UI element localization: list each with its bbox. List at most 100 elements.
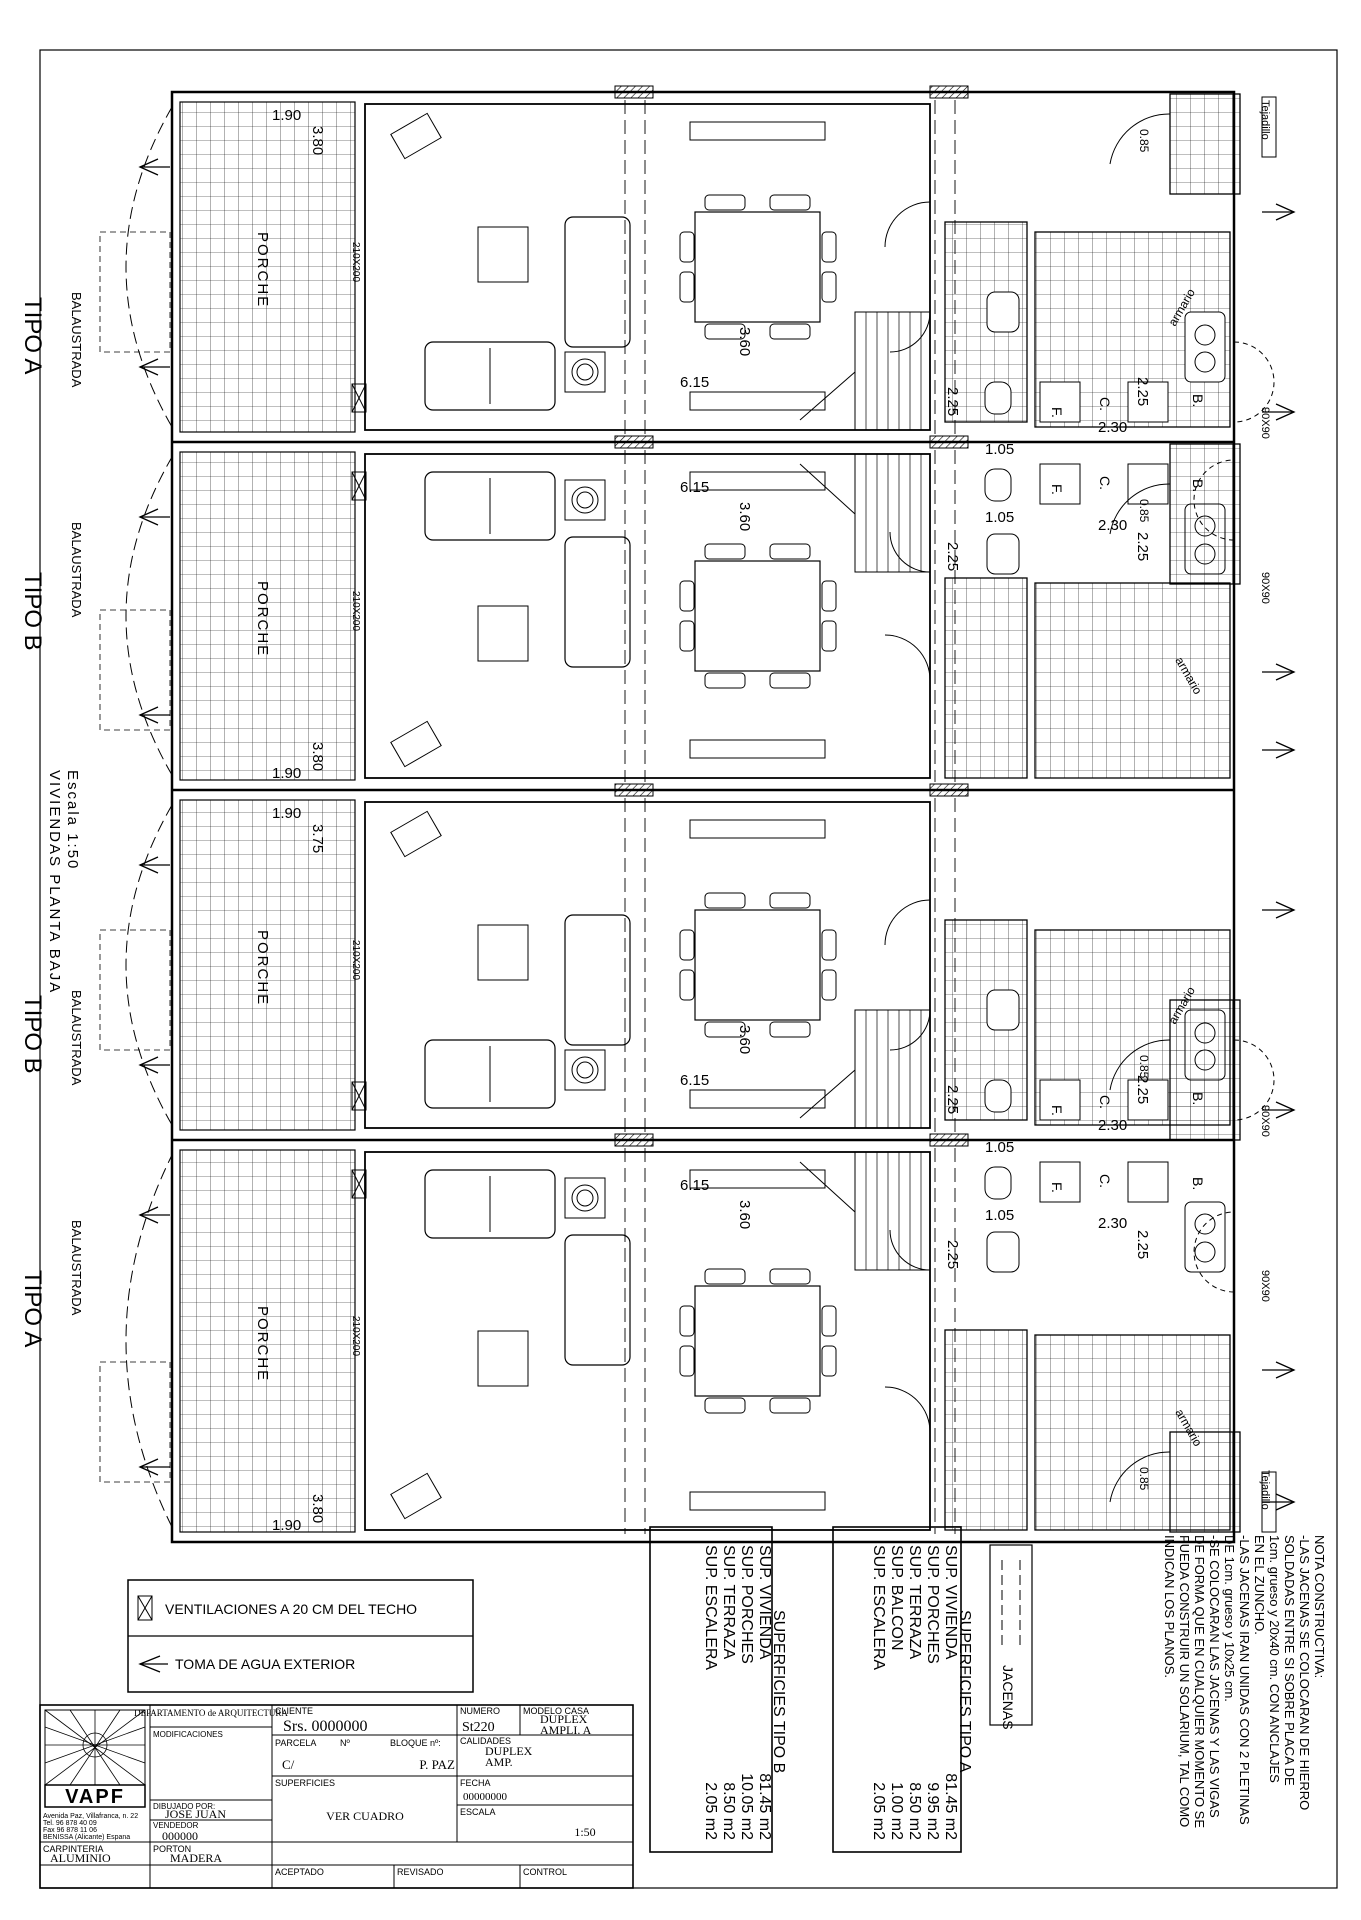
dibujado-label: DIBUJADO POR: [153, 1802, 215, 1811]
window-dim: 90X90 [1259, 572, 1271, 604]
washbasin [986, 989, 1020, 1031]
water-outlet-icon [138, 706, 170, 724]
n-label: Nº [340, 1738, 350, 1748]
surfaces-tipo-b: SUPERFICIES TIPO B SUP. VIVIENDA 81.45 m2… [649, 1526, 787, 1853]
sideboard [689, 1491, 826, 1511]
chair [821, 929, 837, 961]
surface-label: SUP. ESCALERA [702, 1545, 719, 1670]
water-outlet-icon [138, 508, 170, 526]
bloque-label: BLOQUE nº: [390, 1738, 441, 1748]
cooktop [1127, 381, 1169, 423]
entrance-balcony [1109, 999, 1241, 1141]
living-dim-width: 3.60 [736, 502, 753, 531]
control-label: CONTROL [523, 1867, 567, 1877]
door-swing [884, 899, 931, 946]
porch-dim-depth: 3.80 [309, 742, 326, 771]
window-arc [1233, 1039, 1275, 1121]
water-outlet-icon [1262, 1493, 1296, 1511]
living-dim-width: 3.60 [736, 1200, 753, 1229]
sofa [424, 1039, 556, 1109]
plan-title-line1: VIVIENDAS PLANTA BAJA [46, 770, 63, 994]
porch-label: PORCHE [254, 232, 271, 308]
dining-table [694, 211, 821, 323]
door-swing [1109, 113, 1171, 165]
nota-line: -SE COLOCARAN LAS JACENAS Y LAS VIGAS [1207, 1535, 1222, 1818]
washbasin [986, 291, 1020, 333]
surface-value: 1.00 m2 [888, 1782, 905, 1840]
column-hatch [614, 783, 654, 797]
superficies-value: VER CUADRO [326, 1809, 404, 1823]
bathroom [944, 577, 1028, 779]
nota-line: SOLDADAS ENTRE SI SOBRE PLACA DE [1282, 1535, 1297, 1786]
surface-label: SUP. VIVIENDA [756, 1545, 773, 1660]
jacenas-label: JACENAS [1000, 1665, 1016, 1730]
porch-door-dim: 210X200 [350, 591, 361, 631]
address-line: BENISSA (Alicante) Espana [43, 1834, 130, 1841]
balustrade-label: BALAUSTRADA [69, 990, 84, 1086]
calidades-label: CALIDADES [460, 1736, 511, 1746]
porch-door-dim: 210X200 [350, 242, 361, 282]
porch-door-dim: 210X200 [350, 940, 361, 980]
carpinteria-label: CARPINTERIA [43, 1844, 104, 1854]
carpinteria-value: ALUMINIO [50, 1851, 111, 1865]
nota-line: DE FORMA QUE EN CUALQUIER MOMENTO SE [1192, 1535, 1207, 1828]
bathroom [944, 1329, 1028, 1531]
fridge [1039, 1161, 1081, 1203]
bath-dim-depth: 2.25 [944, 1085, 961, 1114]
legend: VENTILACIONES A 20 CM DEL TECHO TOMA DE … [127, 1579, 474, 1693]
surfaces-b-title: SUPERFICIES TIPO B [770, 1610, 787, 1773]
door-swing [889, 531, 931, 573]
bath-dim-width: 1.05 [985, 1207, 1014, 1224]
kitchen-dim-width: 2.30 [1098, 1215, 1127, 1232]
modelo-line2: AMPLI. A [540, 1723, 592, 1737]
staircase [799, 453, 931, 573]
calidades-line1: DUPLEX [485, 1744, 533, 1758]
porton-value: MADERA [170, 1851, 222, 1865]
porch-dim-depth: 3.75 [309, 824, 326, 853]
surface-value: 81.45 m2 [756, 1773, 773, 1840]
water-outlet-icon [1262, 403, 1296, 421]
cooktop [1127, 1161, 1169, 1203]
water-outlet-icon [1262, 901, 1296, 919]
water-outlet-icon [1262, 1101, 1296, 1119]
living-room [364, 453, 931, 779]
porch-label: PORCHE [254, 1306, 271, 1382]
tejadillo-box [1261, 1471, 1277, 1533]
nota-line: INDICAN LOS PLANOS. [1162, 1535, 1177, 1678]
washbasin [986, 1231, 1020, 1273]
living-room [364, 103, 931, 431]
nota-line: DE 1cm. grueso y 10x25 cm. [1222, 1535, 1237, 1702]
tejadillo-label: Tejadillo [1259, 1470, 1271, 1510]
surface-label: SUP. VIVIENDA [942, 1545, 959, 1660]
chair [679, 620, 695, 652]
modelo-label: MODELO CASA [523, 1706, 589, 1716]
porch-floor [179, 1149, 356, 1533]
ventilation-icon [351, 383, 367, 413]
ventilation-icon [137, 1595, 153, 1621]
porch-door-dim: 210X200 [350, 1316, 361, 1356]
window-dim: 90X90 [1259, 1270, 1271, 1302]
cooker-label: C. [1097, 476, 1113, 490]
porch-dim-depth: 3.80 [309, 126, 326, 155]
numero-label: NUMERO [460, 1706, 500, 1716]
balcony-dim: 0.85 [1137, 129, 1151, 153]
ventilation-icon [351, 1169, 367, 1199]
tipo-label: TIPO B [19, 572, 46, 651]
fridge-label: F. [1049, 1182, 1065, 1193]
fridge [1039, 381, 1081, 423]
sideboard [689, 121, 826, 141]
dining-table [694, 1285, 821, 1397]
plan-title: VIVIENDAS PLANTA BAJA Escala 1:50 [46, 770, 81, 994]
living-dim-length: 6.15 [680, 479, 709, 496]
chair [821, 271, 837, 303]
surface-value: 9.95 m2 [924, 1782, 941, 1840]
surface-value: 8.50 m2 [720, 1782, 737, 1840]
chair [704, 1268, 746, 1285]
surface-value: 81.45 m2 [942, 1773, 959, 1840]
kitchen-dim-width: 2.30 [1098, 1117, 1127, 1134]
fecha-label: FECHA [460, 1778, 491, 1788]
dining-table [694, 560, 821, 672]
door-swing [1109, 483, 1171, 535]
chair [679, 271, 695, 303]
